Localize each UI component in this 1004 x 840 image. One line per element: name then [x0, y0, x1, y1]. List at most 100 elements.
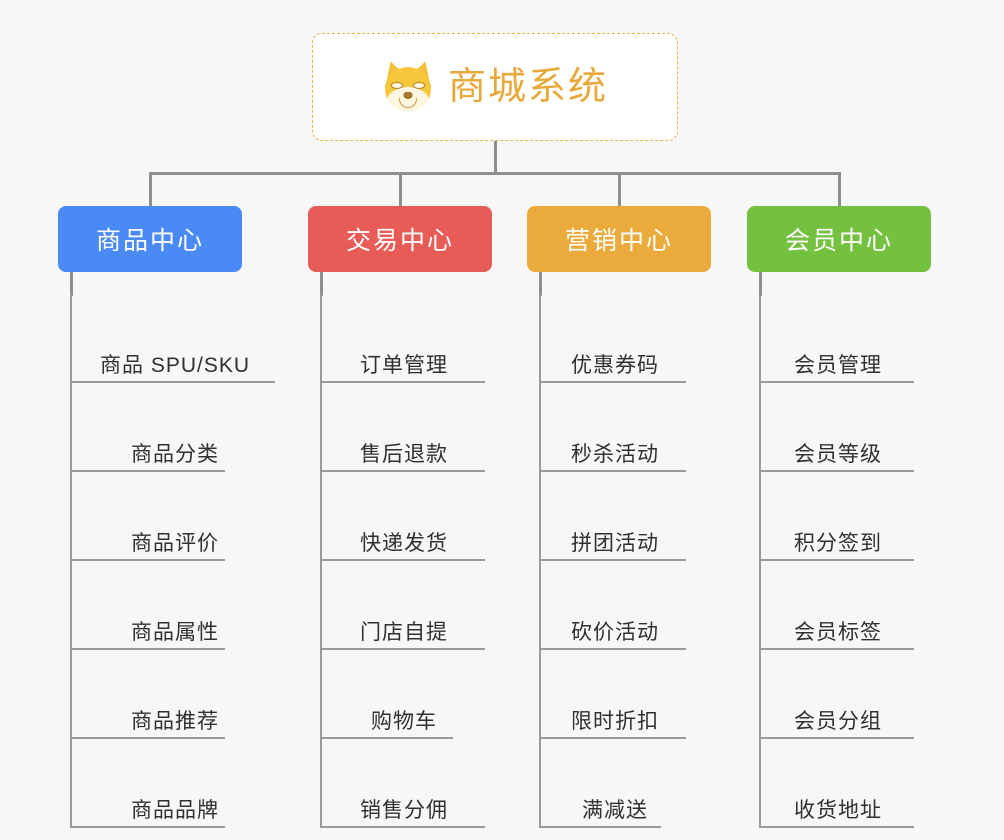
category-label: 会员中心: [784, 227, 893, 255]
leaf-node[interactable]: 限时折扣: [539, 650, 691, 739]
leaf-underline: [320, 559, 485, 561]
column-spine: [539, 294, 541, 828]
leaf-node[interactable]: 快递发货: [320, 472, 488, 561]
leaf-column-商品中心: 商品 SPU/SKU 商品分类商品评价商品属性商品推荐商品品牌: [70, 294, 280, 828]
leaf-label: 商品分类: [131, 443, 219, 466]
leaf-underline: [70, 648, 225, 650]
leaf-underline: [539, 737, 686, 739]
category-header-交易中心[interactable]: 交易中心: [308, 206, 492, 272]
category-label: 商品中心: [95, 227, 204, 255]
leaf-node[interactable]: 满减送: [539, 739, 691, 828]
leaf-node[interactable]: 商品评价: [70, 472, 280, 561]
category-label: 营销中心: [564, 227, 673, 255]
leaf-underline: [539, 381, 686, 383]
connector-drop-2: [399, 172, 402, 206]
root-title: 商城系统: [447, 66, 608, 108]
leaf-node[interactable]: 会员等级: [759, 383, 917, 472]
connector-drop-3: [618, 172, 621, 206]
leaf-underline: [759, 559, 914, 561]
leaf-label: 购物车: [371, 710, 437, 733]
category-header-会员中心[interactable]: 会员中心: [747, 206, 931, 272]
leaf-underline: [539, 559, 686, 561]
leaf-underline: [759, 826, 914, 828]
leaf-underline: [320, 470, 485, 472]
leaf-underline: [759, 381, 914, 383]
leaf-node[interactable]: 会员管理: [759, 294, 917, 383]
root-node[interactable]: 商城系统: [312, 33, 678, 141]
leaf-underline: [759, 737, 914, 739]
leaf-node[interactable]: 会员标签: [759, 561, 917, 650]
column-spine: [759, 294, 761, 828]
leaf-label: 商品推荐: [131, 710, 219, 733]
leaf-label: 限时折扣: [571, 710, 659, 733]
leaf-label: 门店自提: [360, 621, 448, 644]
leaf-label: 满减送: [582, 799, 648, 822]
leaf-label: 砍价活动: [571, 621, 659, 644]
leaf-label: 收货地址: [794, 799, 882, 822]
leaf-node[interactable]: 商品分类: [70, 383, 280, 472]
leaf-node[interactable]: 商品推荐: [70, 650, 280, 739]
leaf-node[interactable]: 砍价活动: [539, 561, 691, 650]
leaf-underline: [70, 470, 225, 472]
leaf-underline: [70, 381, 275, 383]
leaf-underline: [70, 737, 225, 739]
leaf-label: 秒杀活动: [571, 443, 659, 466]
leaf-node[interactable]: 商品属性: [70, 561, 280, 650]
leaf-column-营销中心: 优惠券码秒杀活动拼团活动砍价活动限时折扣满减送: [539, 294, 691, 828]
category-label: 交易中心: [345, 227, 454, 255]
leaf-node[interactable]: 收货地址: [759, 739, 917, 828]
connector-category-1-stem: [70, 272, 73, 296]
leaf-label: 售后退款: [360, 443, 448, 466]
leaf-node[interactable]: 会员分组: [759, 650, 917, 739]
leaf-node[interactable]: 拼团活动: [539, 472, 691, 561]
leaf-underline: [320, 648, 485, 650]
column-spine: [70, 294, 72, 828]
leaf-label: 积分签到: [794, 532, 882, 555]
connector-category-2-stem: [320, 272, 323, 296]
connector-category-4-stem: [759, 272, 762, 296]
leaf-underline: [320, 826, 485, 828]
leaf-label: 会员标签: [794, 621, 882, 644]
leaf-underline: [759, 648, 914, 650]
leaf-node[interactable]: 积分签到: [759, 472, 917, 561]
leaf-label: 会员分组: [794, 710, 882, 733]
category-header-营销中心[interactable]: 营销中心: [527, 206, 711, 272]
leaf-underline: [70, 826, 225, 828]
leaf-column-会员中心: 会员管理会员等级积分签到会员标签会员分组收货地址: [759, 294, 917, 828]
leaf-underline: [70, 559, 225, 561]
leaf-column-交易中心: 订单管理售后退款快递发货门店自提购物车销售分佣: [320, 294, 488, 828]
leaf-label: 销售分佣: [360, 799, 448, 822]
connector-drop-1: [149, 172, 152, 206]
connector-drop-4: [838, 172, 841, 206]
leaf-node[interactable]: 商品品牌: [70, 739, 280, 828]
leaf-underline: [539, 470, 686, 472]
leaf-node[interactable]: 销售分佣: [320, 739, 488, 828]
connector-horizontal-bus: [150, 172, 840, 175]
leaf-underline: [759, 470, 914, 472]
column-spine: [320, 294, 322, 828]
leaf-label: 拼团活动: [571, 532, 659, 555]
leaf-label: 商品品牌: [131, 799, 219, 822]
leaf-node[interactable]: 秒杀活动: [539, 383, 691, 472]
connector-category-3-stem: [539, 272, 542, 296]
leaf-label: 商品 SPU/SKU: [99, 354, 251, 377]
leaf-underline: [320, 737, 453, 739]
category-header-商品中心[interactable]: 商品中心: [58, 206, 242, 272]
leaf-label: 商品属性: [131, 621, 219, 644]
leaf-node[interactable]: 售后退款: [320, 383, 488, 472]
leaf-label: 会员管理: [794, 354, 882, 377]
leaf-underline: [539, 826, 661, 828]
shiba-inu-dog-face-icon: [381, 58, 435, 113]
leaf-label: 优惠券码: [571, 354, 659, 377]
leaf-label: 会员等级: [794, 443, 882, 466]
leaf-underline: [320, 381, 485, 383]
leaf-label: 快递发货: [360, 532, 448, 555]
leaf-label: 订单管理: [360, 354, 448, 377]
leaf-node[interactable]: 订单管理: [320, 294, 488, 383]
leaf-node[interactable]: 商品 SPU/SKU: [70, 294, 280, 383]
leaf-node[interactable]: 购物车: [320, 650, 488, 739]
leaf-node[interactable]: 门店自提: [320, 561, 488, 650]
leaf-node[interactable]: 优惠券码: [539, 294, 691, 383]
leaf-underline: [539, 648, 686, 650]
